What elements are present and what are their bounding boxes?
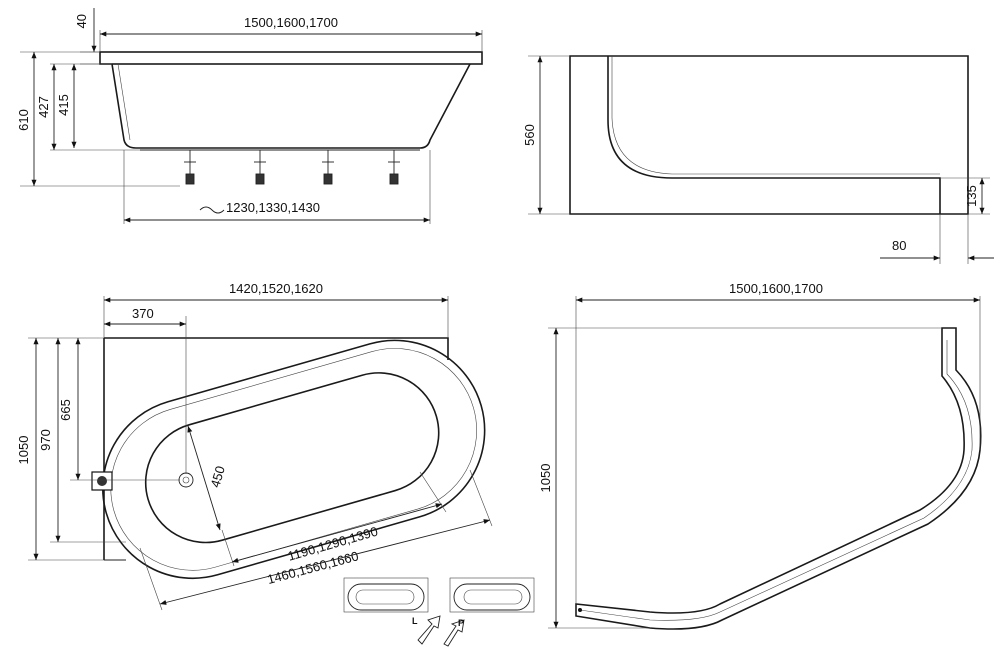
variant-left: L: [343, 577, 441, 645]
arrow-right-icon: [443, 619, 465, 647]
panel-outline: [569, 55, 969, 215]
dim-plan-width: 1420,1520,1620: [229, 281, 323, 296]
dim-427: 427: [36, 96, 51, 118]
dim-inner-depth: 970: [38, 429, 53, 451]
arrow-left-icon: [417, 615, 441, 645]
plan-view: 1420,1520,1620 370 1050 970 665 450 1190…: [16, 281, 493, 611]
panel-plan-view: 1500,1600,1700 1050: [538, 281, 982, 630]
variant-left-label: L: [412, 616, 418, 626]
drain-icon: [178, 472, 194, 488]
bath-feet: [184, 150, 400, 185]
variant-right: P: [443, 577, 535, 647]
dim-base-width: 1230,1330,1430: [226, 200, 320, 215]
dim-panel-height: 560: [522, 124, 537, 146]
dim-drain-offset: 370: [132, 306, 154, 321]
dim-drain-depth: 665: [58, 399, 73, 421]
dim-plinth-depth: 80: [892, 238, 906, 253]
dim-plinth-height: 135: [964, 185, 979, 207]
bath-rim: [99, 51, 483, 65]
dim-rim: 40: [74, 14, 89, 28]
bath-body: [111, 63, 471, 149]
dim-panel-length: 1500,1600,1700: [729, 281, 823, 296]
dim-panel-depth: 1050: [538, 464, 553, 493]
dim-top-width: 1500,1600,1700: [244, 15, 338, 30]
panel-shape: [575, 327, 982, 630]
panel-curve: [607, 56, 941, 214]
dim-basin-width: 450: [207, 464, 227, 489]
variant-thumbnails: L P: [343, 577, 535, 647]
bath-inner-basin: [144, 372, 440, 544]
side-view: 1500,1600,1700 40 610 427 415 1230,1330,…: [16, 8, 483, 224]
dim-plan-depth: 1050: [16, 436, 31, 465]
dim-415: 415: [56, 94, 71, 116]
panel-side-view: 560 135 80: [522, 55, 994, 264]
dim-total-height: 610: [16, 109, 31, 131]
wall-frame: [104, 337, 449, 360]
variant-right-label: P: [458, 618, 464, 628]
